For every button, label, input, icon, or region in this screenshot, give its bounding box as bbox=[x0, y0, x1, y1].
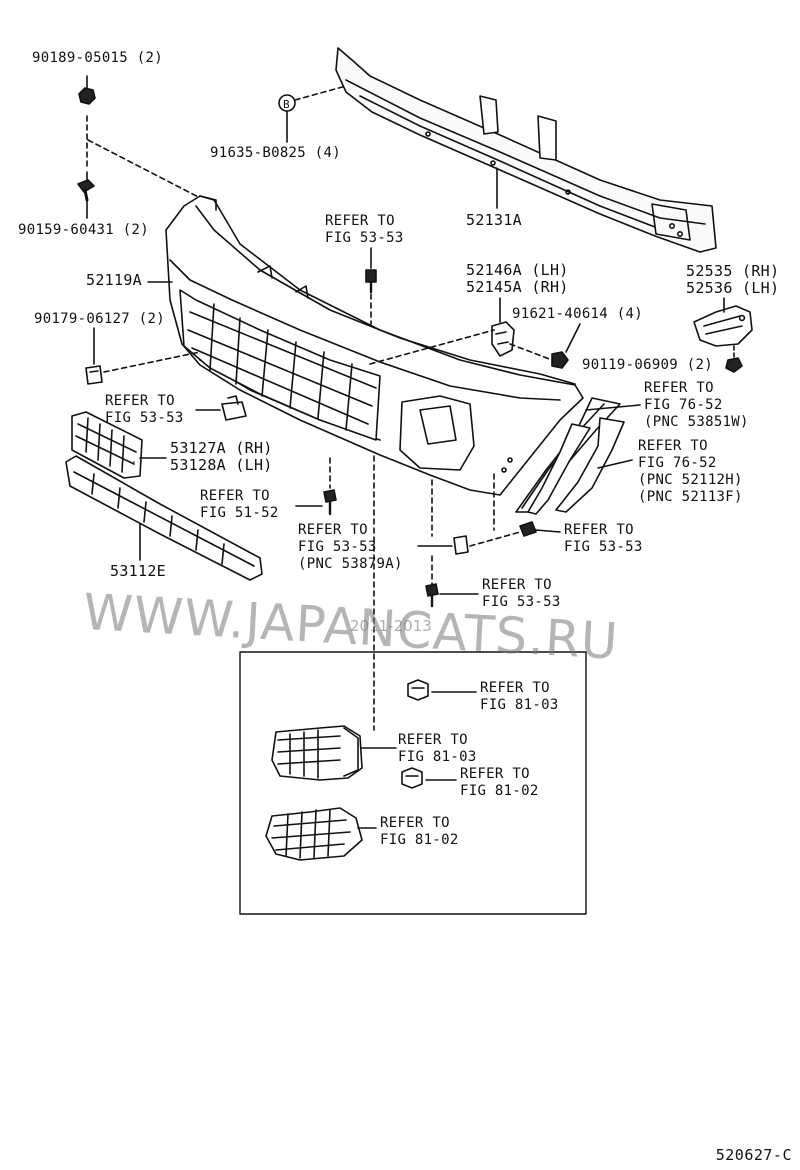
label-90159-60431: 90159-60431 (2) bbox=[18, 222, 149, 238]
screw-91621 bbox=[551, 323, 581, 369]
label-53127a-53128a: 53127A (RH) 53128A (LH) bbox=[170, 439, 273, 474]
clip-refer-53-53-bottom bbox=[425, 555, 479, 608]
clip-refer-53-53-top bbox=[365, 247, 377, 331]
label-refer-53-53-top: REFER TO FIG 53-53 bbox=[325, 213, 404, 246]
label-refer-51-52: REFER TO FIG 51-52 bbox=[200, 488, 279, 521]
figure-code: 520627-C bbox=[715, 1146, 792, 1164]
label-refer-76-52-53851w: REFER TO FIG 76-52 (PNC 53851W) bbox=[644, 380, 749, 430]
clip-90179 bbox=[85, 327, 201, 385]
label-refer-53-53-left: REFER TO FIG 53-53 bbox=[105, 393, 184, 426]
bumper-cover-52119a bbox=[165, 195, 584, 496]
clip-53879a bbox=[417, 479, 521, 555]
label-53112e: 53112E bbox=[110, 562, 166, 580]
clip-refer-53-53-right bbox=[493, 473, 561, 537]
label-refer-81-02-b: REFER TO FIG 81-02 bbox=[380, 815, 459, 848]
callout-b: B bbox=[278, 85, 347, 143]
label-90179-06127: 90179-06127 (2) bbox=[34, 311, 165, 327]
leader-dashed-bracket bbox=[369, 329, 495, 365]
bolt-90189 bbox=[78, 75, 96, 105]
grille-53112e bbox=[65, 455, 263, 581]
bracket-52146a bbox=[491, 297, 515, 357]
fog-lamp-lower bbox=[265, 807, 377, 861]
label-refer-53-53-53879a: REFER TO FIG 53-53 (PNC 53879A) bbox=[298, 522, 403, 572]
label-91635-b0825: 91635-B0825 (4) bbox=[210, 145, 341, 161]
clip-refer-51-52 bbox=[295, 457, 337, 516]
label-52146a-52145a: 52146A (LH) 52145A (RH) bbox=[466, 261, 569, 296]
leader-53851w bbox=[585, 404, 641, 411]
bracket-52535 bbox=[693, 297, 753, 347]
label-91621-40614: 91621-40614 (4) bbox=[512, 306, 643, 322]
label-refer-53-53-bottom: REFER TO FIG 53-53 bbox=[482, 577, 561, 610]
svg-text:B: B bbox=[283, 98, 290, 111]
label-refer-76-52-52112h: REFER TO FIG 76-52 (PNC 52112H) (PNC 521… bbox=[638, 438, 743, 505]
socket-81-03 bbox=[407, 679, 477, 701]
leader-dashed-screw bbox=[509, 343, 553, 361]
clip-refer-53-53-left bbox=[195, 395, 247, 421]
label-52119a: 52119A bbox=[86, 271, 142, 289]
reinforcement-52131a bbox=[335, 47, 717, 253]
socket-81-02 bbox=[401, 767, 457, 789]
label-refer-81-03-a: REFER TO FIG 81-03 bbox=[480, 680, 559, 713]
watermark-years: 2011-2013 bbox=[350, 617, 432, 635]
label-52131a: 52131A bbox=[466, 211, 522, 229]
label-refer-81-03-b: REFER TO FIG 81-03 bbox=[398, 732, 477, 765]
leader-dashed-to-bumper bbox=[87, 139, 209, 203]
label-90189-05015: 90189-05015 (2) bbox=[32, 50, 163, 66]
arch-molding-52112h bbox=[527, 417, 625, 515]
fog-lamp-frame bbox=[239, 651, 587, 915]
bolt-90119 bbox=[725, 345, 743, 373]
bolt-90159 bbox=[77, 171, 95, 202]
grille-53127a bbox=[71, 411, 167, 479]
label-90119-06909: 90119-06909 (2) bbox=[582, 357, 713, 373]
fog-lamp-upper bbox=[271, 725, 397, 781]
leader-52112h bbox=[597, 459, 633, 469]
label-refer-81-02-a: REFER TO FIG 81-02 bbox=[460, 766, 539, 799]
label-refer-53-53-right: REFER TO FIG 53-53 bbox=[564, 522, 643, 555]
label-52535-52536: 52535 (RH) 52536 (LH) bbox=[686, 262, 780, 297]
